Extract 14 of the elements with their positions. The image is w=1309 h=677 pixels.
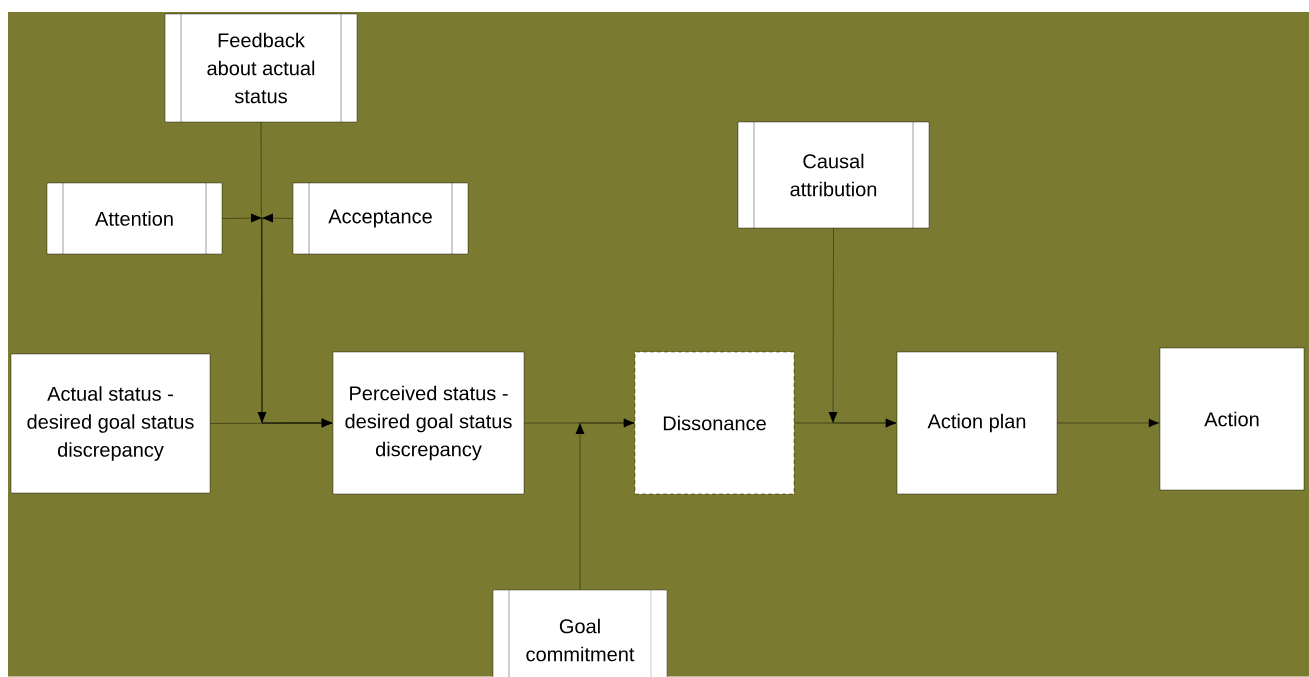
- arrow: [210, 418, 333, 428]
- dashed-box: Dissonance: [634, 351, 795, 495]
- arrow: [828, 228, 897, 428]
- process-box: Perceived status - desired goal status discrepancy: [332, 351, 525, 495]
- arrow: [575, 418, 635, 590]
- process-box: Attention: [46, 182, 223, 255]
- process-box: Feedback about actual status: [164, 13, 358, 123]
- process-box: Action plan: [896, 351, 1058, 495]
- process-box: Actual status - desired goal status discrepancy: [10, 353, 211, 494]
- process-box: Causal attribution: [737, 121, 930, 229]
- process-box: Acceptance: [292, 182, 469, 255]
- process-box: Goal commitment: [492, 589, 668, 677]
- process-box: Action: [1159, 347, 1305, 491]
- arrow: [1057, 418, 1160, 428]
